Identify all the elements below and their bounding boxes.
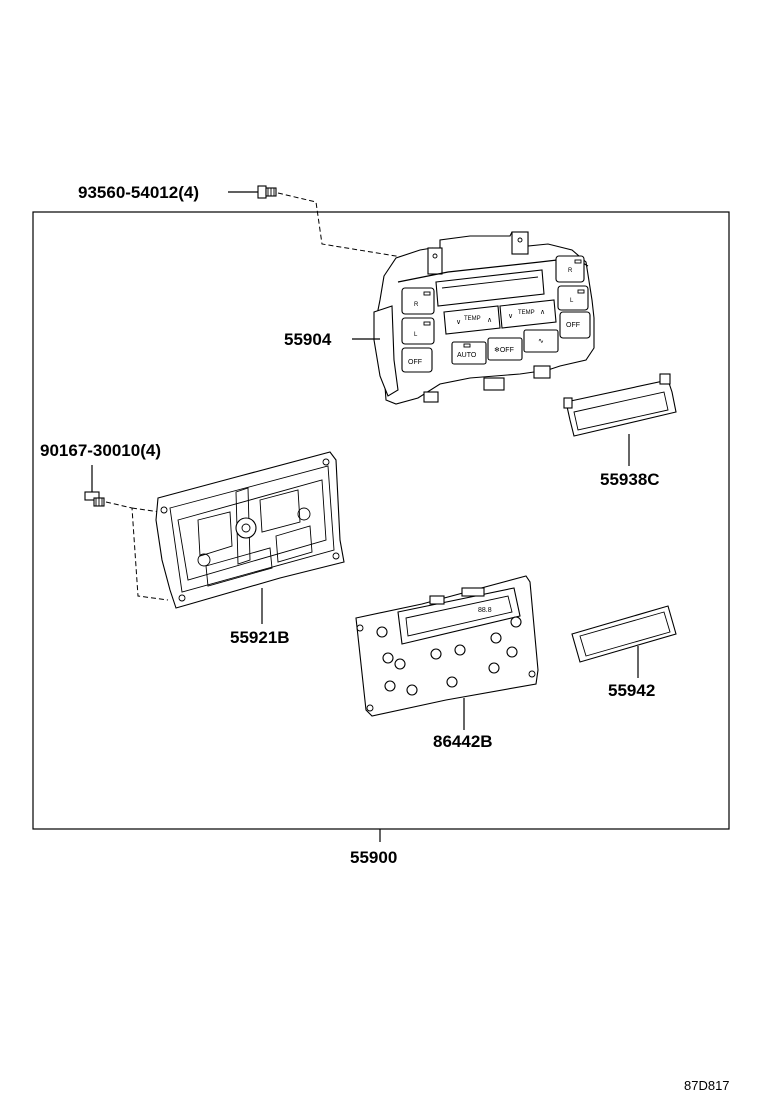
part-label-assembly: 55900 (350, 848, 397, 867)
svg-text:∨: ∨ (508, 313, 513, 320)
circuit-board-illustration (355, 575, 539, 717)
screw-dashed-leader-2 (131, 507, 161, 513)
part-label-cover: 55938C (600, 470, 660, 489)
part-label-base-plate: 55921B (230, 628, 290, 647)
bolt-icon (228, 185, 277, 199)
base-plate-illustration (155, 451, 345, 609)
part-label-bolt: 93560-54012(4) (78, 183, 199, 202)
lcd-readout: 88.8 (478, 607, 492, 614)
control-panel-illustration: R L R L ∨ ∧ ∨ ∧ ∿ (373, 231, 595, 405)
screw-dashed-leader (105, 501, 169, 601)
temp-left-label: TEMP (464, 316, 481, 322)
part-label-circuit-board: 86442B (433, 732, 493, 751)
off-left-label: OFF (408, 359, 422, 366)
bolt-dashed-leader (277, 192, 409, 259)
window-pad-illustration (571, 605, 677, 663)
diagram-code: 87D817 (684, 1078, 730, 1093)
recirc-off-label: ❄OFF (494, 346, 514, 354)
temp-right-label: TEMP (518, 310, 535, 316)
cover-illustration (563, 373, 677, 437)
screw-icon (84, 465, 105, 507)
svg-text:R: R (568, 268, 573, 274)
svg-text:L: L (414, 332, 418, 338)
svg-text:∧: ∧ (487, 317, 492, 324)
part-label-window-pad: 55942 (608, 681, 655, 700)
assembly-box (32, 211, 730, 830)
svg-text:L: L (570, 298, 574, 304)
svg-text:∿: ∿ (538, 338, 544, 345)
svg-text:R: R (414, 302, 419, 308)
part-label-screw: 90167-30010(4) (40, 441, 161, 460)
svg-text:∨: ∨ (456, 319, 461, 326)
part-label-control-assy: 55904 (284, 330, 332, 349)
svg-text:∧: ∧ (540, 309, 545, 316)
off-right-label: OFF (566, 322, 580, 329)
auto-button-label: AUTO (457, 352, 477, 359)
